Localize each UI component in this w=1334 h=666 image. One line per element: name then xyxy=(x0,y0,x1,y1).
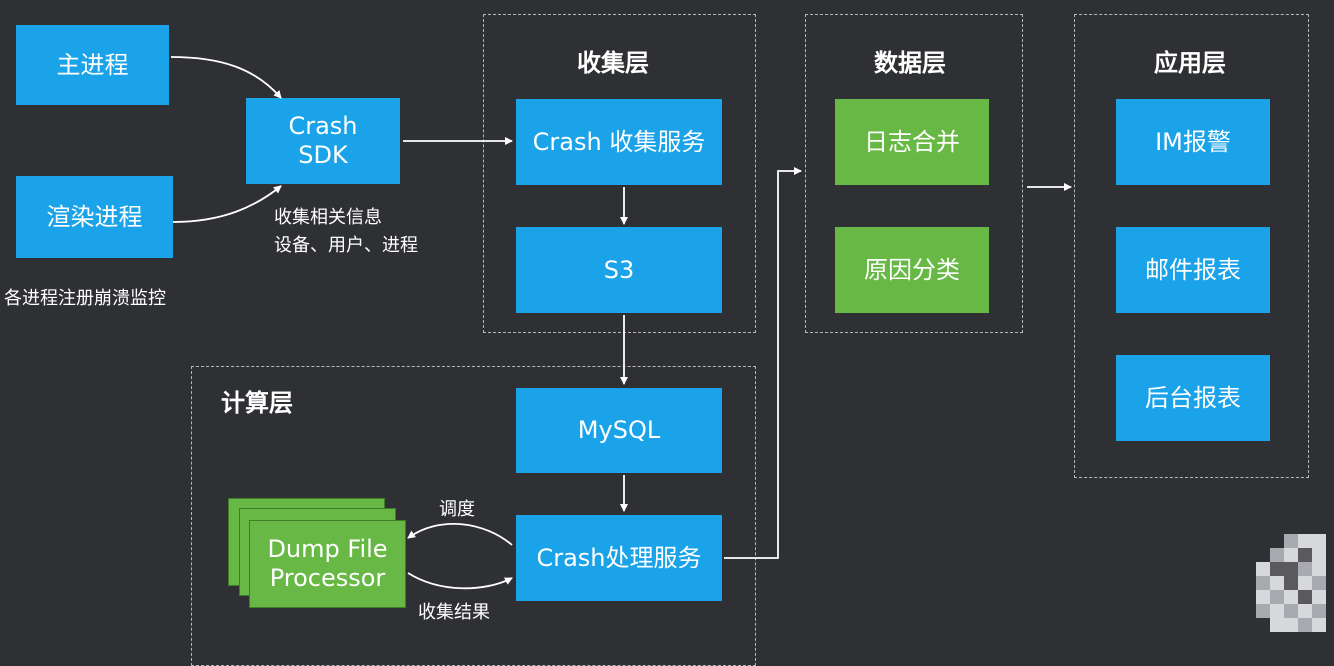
crash-sdk-box: Crash SDK xyxy=(246,98,400,184)
crash-processing-service-box: Crash处理服务 xyxy=(516,515,722,601)
s3-box: S3 xyxy=(516,227,722,313)
collect-info-label-line1: 收集相关信息 xyxy=(274,207,382,228)
email-report-box: 邮件报表 xyxy=(1116,227,1270,313)
data-layer-title: 数据层 xyxy=(874,49,946,77)
collect-results-label: 收集结果 xyxy=(418,602,490,623)
monitor-note-label: 各进程注册崩溃监控 xyxy=(4,288,166,309)
arrow-render-to-sdk xyxy=(172,185,282,223)
collect-info-label-line2: 设备、用户、进程 xyxy=(274,235,418,256)
crash-collect-service-box: Crash 收集服务 xyxy=(516,99,722,185)
arrow-main-to-sdk xyxy=(170,56,282,99)
main-process-box: 主进程 xyxy=(16,25,169,105)
data-layer-container xyxy=(805,14,1023,333)
application-layer-container xyxy=(1074,14,1309,478)
collection-layer-title: 收集层 xyxy=(577,49,649,77)
compute-layer-title: 计算层 xyxy=(221,389,293,417)
pixelated-overlay-artifact xyxy=(1254,534,1334,644)
im-alert-box: IM报警 xyxy=(1116,99,1270,185)
log-merge-box: 日志合并 xyxy=(835,99,989,185)
application-layer-title: 应用层 xyxy=(1154,49,1226,77)
cause-classification-box: 原因分类 xyxy=(835,227,989,313)
backend-report-box: 后台报表 xyxy=(1116,355,1270,441)
dispatch-label: 调度 xyxy=(439,499,475,520)
render-process-box: 渲染进程 xyxy=(16,176,173,258)
dump-file-processor-box: Dump File Processor xyxy=(249,520,406,608)
mysql-box: MySQL xyxy=(516,388,722,473)
